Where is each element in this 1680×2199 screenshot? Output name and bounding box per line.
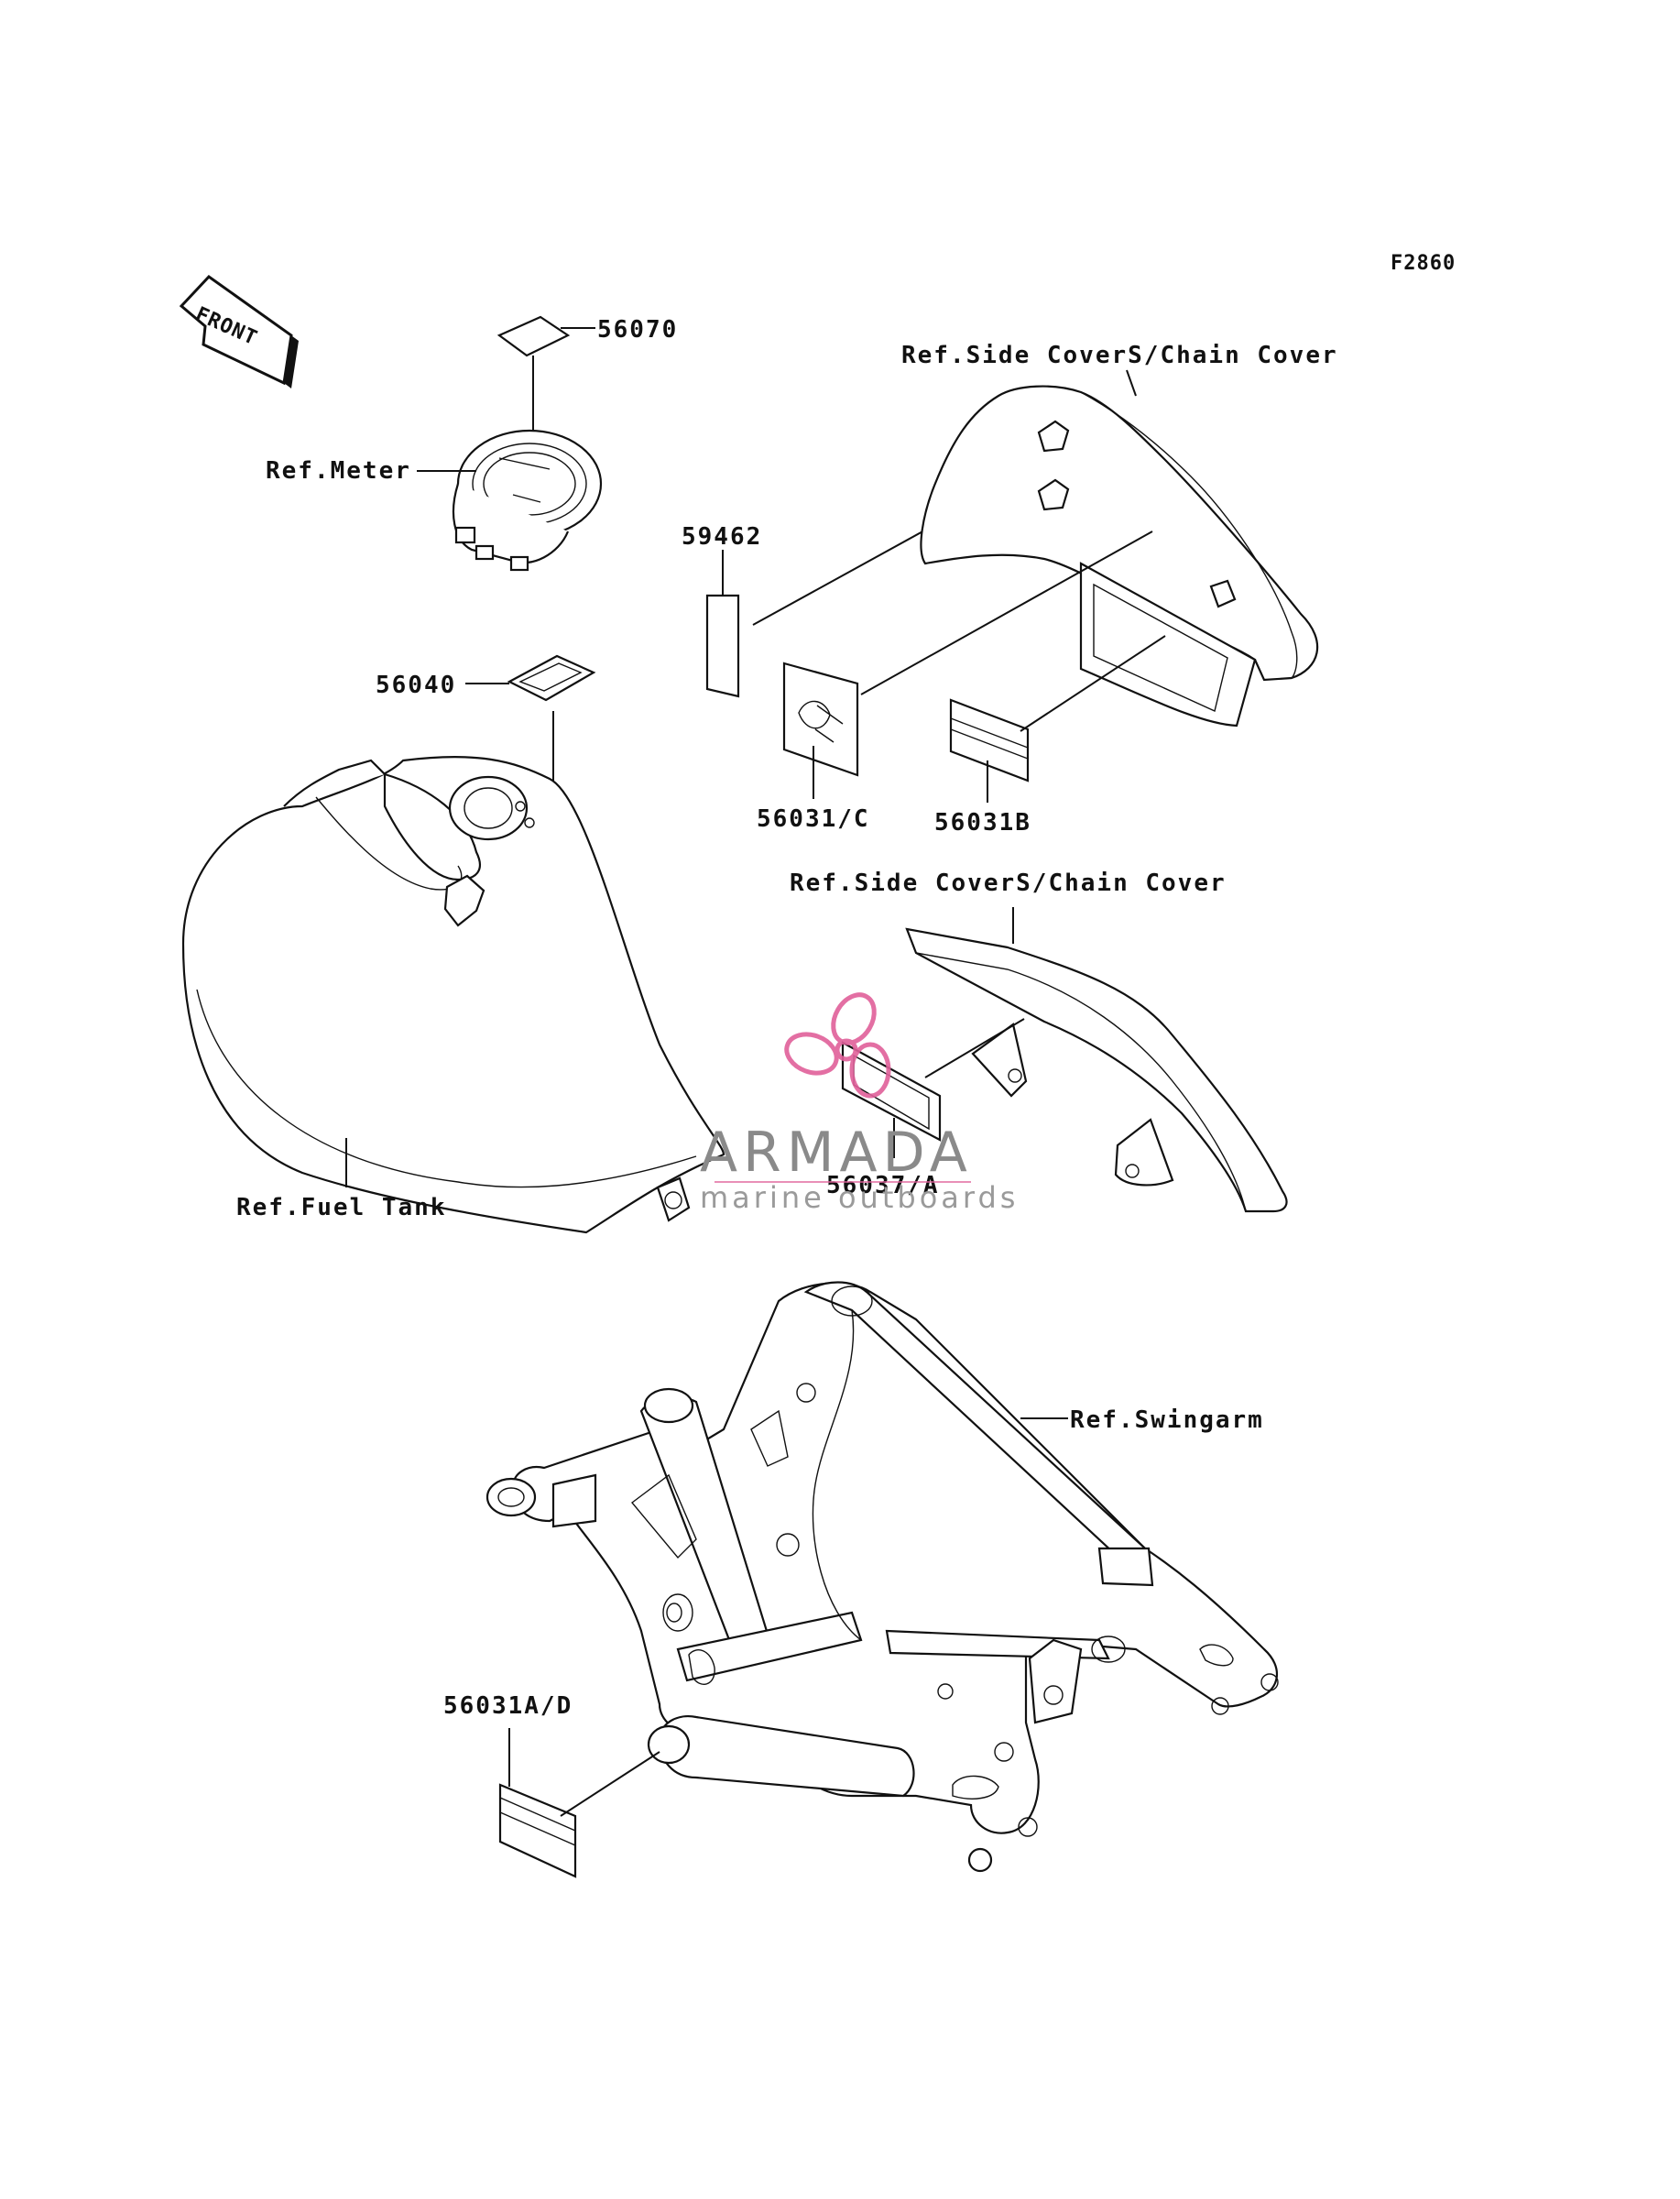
ref-side-cover-top: Ref.Side CoverS/Chain Cover (901, 342, 1338, 369)
part-56037a: 56037/A (826, 1172, 940, 1199)
part-56031ad: 56031A/D (443, 1692, 573, 1720)
fuel-tank-drawing (181, 756, 725, 1234)
label-56070-decal (496, 315, 571, 357)
label-59462-decal (705, 594, 740, 698)
label-56031ad-decal (498, 1783, 577, 1878)
meter-drawing (452, 429, 603, 572)
front-arrow-icon: FRONT (179, 275, 299, 388)
watermark-logo-icon (784, 992, 891, 1099)
ref-side-cover-mid: Ref.Side CoverS/Chain Cover (790, 870, 1227, 897)
figure-code: F2860 (1391, 252, 1456, 275)
part-59462: 59462 (682, 523, 762, 551)
chain-cover-drawing (905, 927, 1288, 1213)
label-56031c-decal (782, 662, 859, 777)
part-56031b: 56031B (934, 809, 1031, 837)
watermark-brand: ARMADA (700, 1121, 973, 1185)
watermark-tagline: marine outboards (700, 1180, 1019, 1215)
ref-swingarm: Ref.Swingarm (1070, 1406, 1264, 1434)
swingarm-drawing (485, 1281, 1279, 1873)
part-56040: 56040 (376, 672, 456, 699)
ref-fuel-tank: Ref.Fuel Tank (236, 1194, 447, 1221)
ref-meter: Ref.Meter (266, 457, 411, 485)
label-56040-decal (507, 654, 596, 702)
side-cover-top-drawing (920, 385, 1319, 728)
part-56031c: 56031/C (757, 805, 870, 833)
label-56031b-decal (949, 698, 1030, 782)
part-56070: 56070 (597, 316, 678, 344)
